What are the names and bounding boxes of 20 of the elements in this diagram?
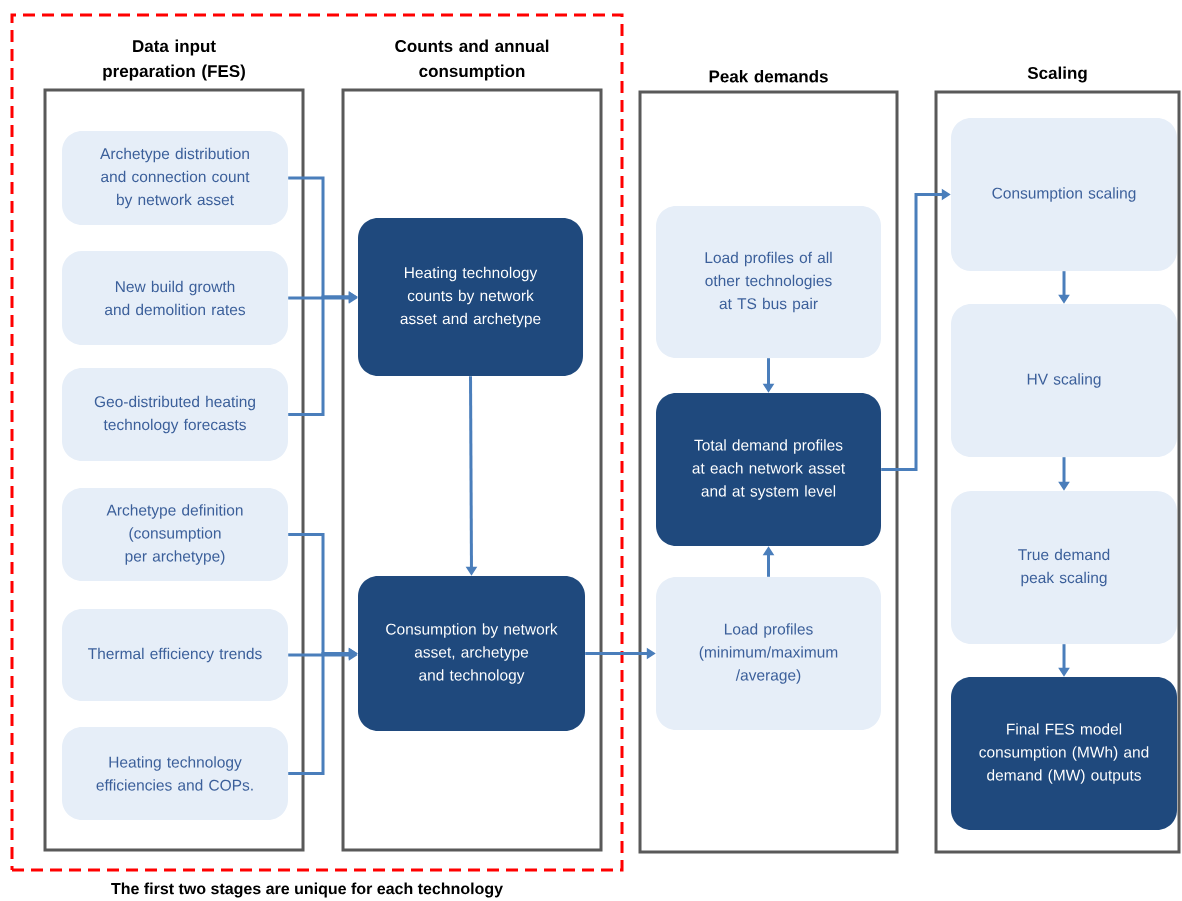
process-box: Geo-distributed heating technology forecasts [62,368,288,461]
process-box: Total demand profiles at each network asset and at system level [656,393,881,546]
process-box: HV scaling [951,304,1177,457]
process-box: Consumption by network asset, archetype and technology [358,576,585,731]
process-box: Archetype distribution and connection count by network asset [62,131,288,225]
process-box: Load profiles of all other technologies at TS bus pair [656,206,881,358]
process-box: Heating technology efficiencies and COPs. [62,727,288,820]
process-box: New build growth and demolition rates [62,251,288,345]
process-box: Archetype definition (consumption per archetype) [62,488,288,581]
column-heading: Data input preparation (FES) [103,39,245,81]
process-box: Load profiles (minimum/maximum /average) [656,577,881,730]
process-box: Thermal efficiency trends [62,609,288,701]
column-heading: Scaling [1027,66,1087,83]
process-box: Consumption scaling [951,118,1177,271]
group-caption: The first two stages are unique for each technology [111,882,503,898]
process-box: Heating technology counts by network asset and archetype [358,218,583,376]
process-box: Final FES model consumption (MWh) and demand (MW) outputs [951,677,1177,830]
process-box: True demand peak scaling [951,491,1177,644]
column-heading: Peak demands [709,70,828,83]
column-heading: Counts and annual consumption [395,39,549,81]
